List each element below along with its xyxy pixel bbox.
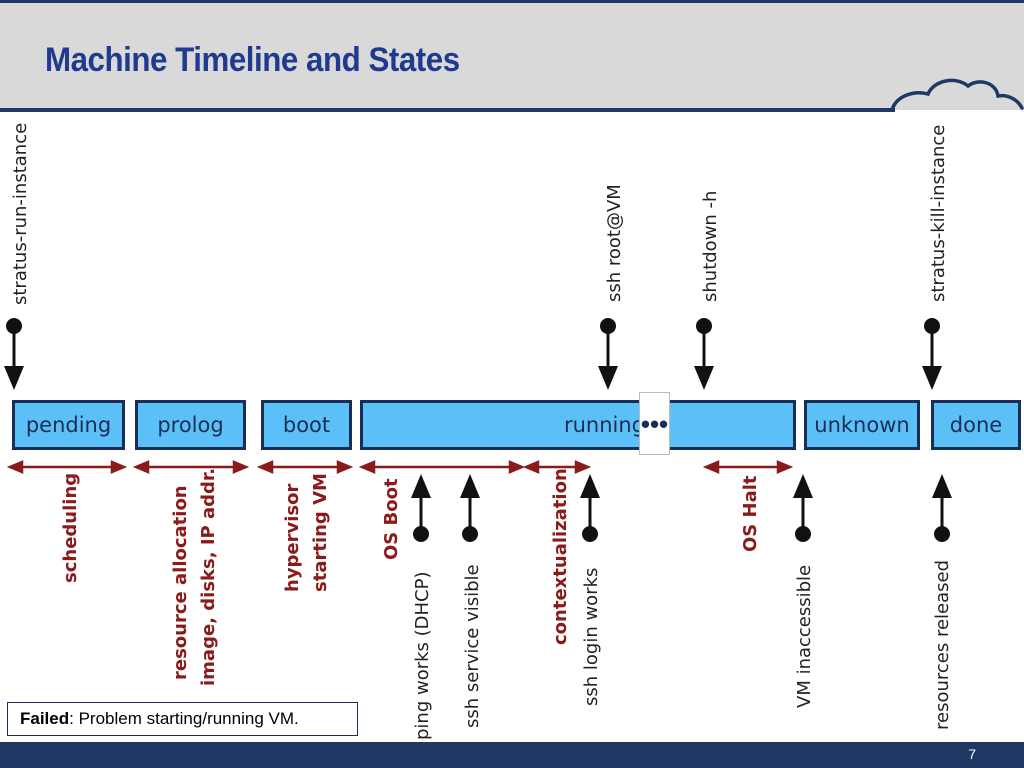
event-arrow-ssh-login xyxy=(580,474,600,542)
failed-note: Failed: Problem starting/running VM. xyxy=(7,702,358,736)
failed-description: : Problem starting/running VM. xyxy=(69,709,299,728)
command-arrow-kill xyxy=(922,318,942,390)
phase-label-scheduling: scheduling xyxy=(60,473,81,583)
command-arrow-shutdown xyxy=(694,318,714,390)
command-label-kill: stratus-kill-instance xyxy=(928,125,949,302)
event-label-ping: ping works (DHCP) xyxy=(412,571,433,740)
event-arrow-ping xyxy=(411,474,431,542)
state-done: done xyxy=(931,400,1021,450)
slide-footer: 7 xyxy=(0,742,1024,768)
state-boot: boot xyxy=(261,400,352,450)
cloud-logo-icon xyxy=(890,78,1024,112)
phase-ranges xyxy=(6,460,794,474)
header-rule xyxy=(0,108,895,112)
state-unknown: unknown xyxy=(804,400,920,450)
event-arrow-vm-inaccessible xyxy=(793,474,813,542)
ellipsis-marker: ••• xyxy=(639,392,670,455)
event-label-resources-released: resources released xyxy=(932,560,953,730)
command-arrow-run xyxy=(4,318,24,390)
state-running: running xyxy=(360,400,796,450)
command-label-ssh: ssh root@VM xyxy=(604,184,625,302)
event-label-vm-inaccessible: VM inaccessible xyxy=(794,565,815,708)
phase-label-prolog-2: image, disks, IP addr. xyxy=(198,468,219,686)
phase-label-os-halt: OS Halt xyxy=(740,475,761,552)
command-label-run: stratus-run-instance xyxy=(10,123,31,305)
phase-label-prolog-1: resource allocation xyxy=(170,485,191,680)
failed-label: Failed xyxy=(20,709,70,728)
phase-label-contextualization: contextualization xyxy=(550,468,571,645)
top-border xyxy=(0,0,1024,3)
phase-label-os-boot: OS Boot xyxy=(381,478,402,560)
event-arrow-resources-released xyxy=(932,474,952,542)
command-label-shutdown: shutdown -h xyxy=(700,191,721,302)
page-number: 7 xyxy=(968,746,976,762)
event-arrow-ssh-visible xyxy=(460,474,480,542)
command-arrow-ssh xyxy=(598,318,618,390)
state-pending: pending xyxy=(12,400,125,450)
phase-label-boot-1: hypervisor xyxy=(282,483,303,592)
phase-label-boot-2: starting VM xyxy=(310,473,331,592)
slide-header: Machine Timeline and States xyxy=(0,3,1024,110)
event-label-ssh-login: ssh login works xyxy=(581,568,602,706)
event-label-ssh-visible: ssh service visible xyxy=(462,564,483,728)
state-prolog: prolog xyxy=(135,400,246,450)
slide-title: Machine Timeline and States xyxy=(45,41,460,79)
